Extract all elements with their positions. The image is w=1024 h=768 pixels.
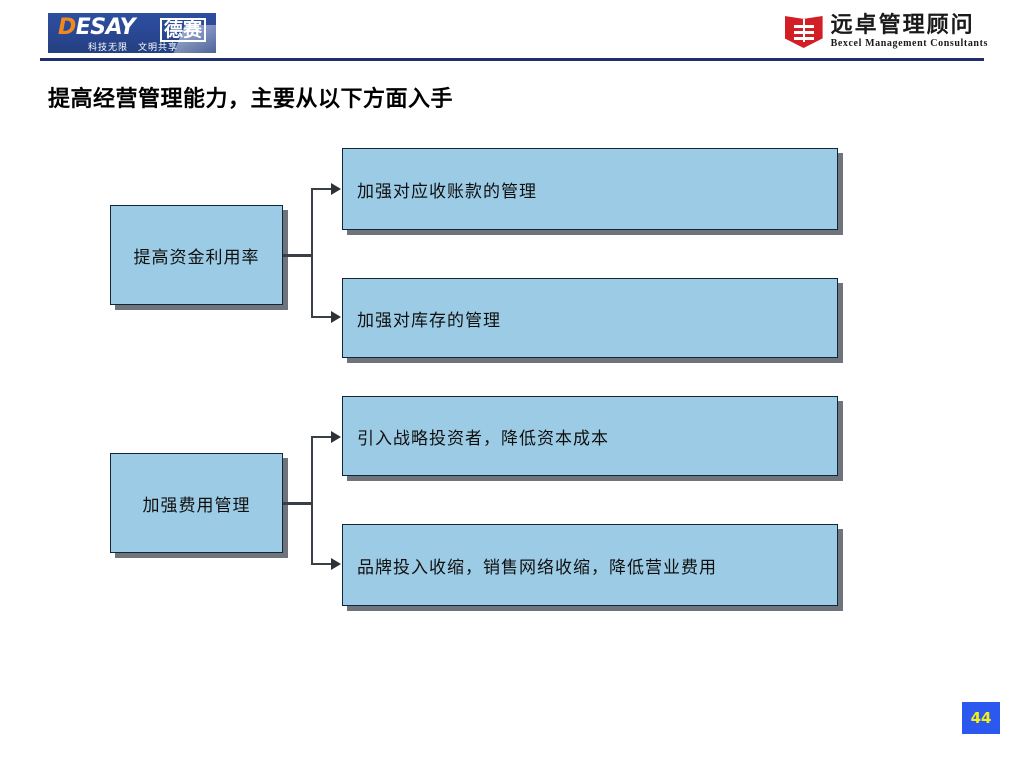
arrow-head-receivables-icon	[331, 183, 341, 195]
flow-box-driver-expense-management[interactable]: 加强费用管理	[110, 453, 283, 553]
desay-wordmark-rest: ESAY	[75, 15, 136, 40]
connector-arm-investor	[311, 436, 333, 438]
page-number-value: 44	[970, 709, 992, 727]
connector-vertical-capital	[311, 189, 313, 317]
arrow-head-investor-icon	[331, 431, 341, 443]
flow-box-label: 引入战略投资者，降低资本成本	[357, 428, 609, 448]
desay-tagline: 科技无限 文明共享	[88, 43, 179, 53]
flow-box-action-operating-expense[interactable]: 品牌投入收缩，销售网络收缩，降低营业费用	[342, 524, 838, 606]
flow-box-label: 提高资金利用率	[133, 247, 260, 267]
bexcel-book-spine	[802, 18, 805, 42]
connector-arm-receivables	[311, 188, 333, 190]
page-title: 提高经营管理能力，主要从以下方面入手	[48, 86, 454, 112]
bexcel-chinese-name: 远卓管理顾问	[830, 13, 975, 38]
connector-arm-opex	[311, 563, 333, 565]
flow-box-label: 品牌投入收缩，销售网络收缩，降低营业费用	[357, 557, 717, 577]
connector-vertical-expense	[311, 436, 313, 564]
bexcel-english-name: Bexcel Management Consultants	[830, 38, 988, 49]
bexcel-logo: 远卓管理顾问 Bexcel Management Consultants	[784, 12, 988, 52]
bexcel-book-icon	[784, 16, 823, 48]
bexcel-logo-text: 远卓管理顾问 Bexcel Management Consultants	[831, 14, 988, 50]
flow-box-action-strategic-investor[interactable]: 引入战略投资者，降低资本成本	[342, 396, 838, 476]
desay-wordmark-accent-letter: D	[58, 15, 76, 40]
connector-arm-inventory	[311, 316, 333, 318]
arrow-head-inventory-icon	[331, 311, 341, 323]
flow-box-label: 加强对应收账款的管理	[357, 181, 537, 201]
flow-box-action-receivables[interactable]: 加强对应收账款的管理	[342, 148, 838, 230]
desay-logo: DESAY 德赛 科技无限 文明共享	[48, 13, 216, 53]
flow-box-label: 加强费用管理	[142, 495, 251, 515]
slide-header: DESAY 德赛 科技无限 文明共享 远卓管理顾问 Bexcel Managem…	[0, 0, 1024, 62]
desay-wordmark: DESAY	[58, 15, 136, 40]
flow-box-label: 加强对库存的管理	[357, 310, 501, 330]
flow-box-driver-capital-utilization[interactable]: 提高资金利用率	[110, 205, 283, 305]
flow-box-action-inventory[interactable]: 加强对库存的管理	[342, 278, 838, 358]
arrow-head-opex-icon	[331, 558, 341, 570]
header-divider	[40, 58, 984, 61]
page-number-badge: 44	[962, 702, 1000, 734]
connector-stub-expense	[283, 502, 313, 505]
connector-stub-capital	[283, 254, 313, 257]
